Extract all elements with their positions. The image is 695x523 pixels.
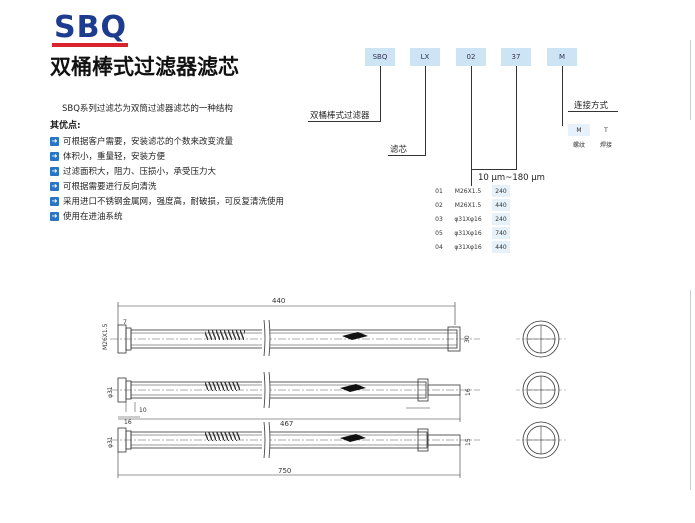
arrow-right-icon: ➜ [50, 151, 59, 161]
connection-name: 焊接 [599, 141, 612, 149]
size-code: 01 [435, 187, 443, 195]
dim-dia-3: φ31 [107, 436, 114, 448]
feature-item: ➜可根据客户需要，安装滤芯的个数来改变流量 [50, 136, 234, 147]
size-table: 01 M26X1.5 240 02 M26X1.5 440 03 φ31Xφ16… [432, 185, 512, 255]
code-box-series: SBQ [365, 48, 395, 66]
dim-right-3: 15 [465, 438, 472, 446]
dim-overall-1: 440 [272, 297, 285, 305]
size-thread: M26X1.5 [454, 187, 482, 195]
label-precision: 10 μm~180 μm [478, 173, 545, 183]
size-code: 05 [435, 229, 443, 237]
size-length: 240 [492, 185, 510, 197]
feature-item: ➜可根据需要进行反向清洗 [50, 181, 157, 192]
size-thread: M26X1.5 [454, 201, 482, 209]
size-code: 03 [435, 215, 443, 223]
size-thread: φ31Xφ16 [454, 243, 482, 251]
size-length: 440 [492, 199, 510, 211]
logo-underline [52, 43, 128, 47]
dim-a-2: 10 [139, 407, 147, 414]
dim-b-2: 16 [124, 419, 132, 426]
size-code: 02 [435, 201, 443, 209]
edge-line [690, 40, 691, 120]
advantages-heading: 其优点: [50, 121, 81, 131]
code-box-size: 02 [456, 48, 486, 66]
page-title: 双桶棒式过滤器滤芯 [50, 55, 239, 79]
leader-line [471, 169, 517, 170]
code-box-connection: M [547, 48, 577, 66]
label-connection: 连接方式 [574, 101, 609, 111]
leader-line [562, 66, 563, 126]
feature-item: ➜体积小，重量轻，安装方便 [50, 151, 166, 162]
size-length: 740 [492, 227, 510, 239]
leader-line [388, 155, 426, 156]
code-box-type: LX [410, 48, 440, 66]
dim-thread-1: M26X1.5 [102, 323, 109, 350]
size-length: 240 [492, 213, 510, 225]
feature-item: ➜采用进口不锈钢金属网，强度高，耐破损，可反复清洗使用 [50, 196, 285, 207]
size-thread: φ31Xφ16 [454, 229, 482, 237]
arrow-right-icon: ➜ [50, 136, 59, 146]
arrow-right-icon: ➜ [50, 196, 59, 206]
drawing-element-1: 440 M26X1.5 7 30 [102, 297, 566, 358]
technical-drawing: 440 M26X1.5 7 30 φ31 [102, 297, 566, 478]
arrow-right-icon: ➜ [50, 211, 59, 221]
arrow-right-icon: ➜ [50, 166, 59, 176]
connection-code: T [604, 126, 608, 134]
size-length: 440 [492, 241, 510, 253]
feature-item: ➜过滤面积大，阻力、压损小，承受压力大 [50, 166, 217, 177]
label-element: 滤芯 [390, 145, 408, 155]
dim-overall-2: 467 [280, 420, 293, 428]
connection-name: 螺纹 [572, 141, 585, 149]
code-box-precision: 37 [501, 48, 531, 66]
dim-dia-2: φ31 [107, 386, 114, 398]
leader-line [308, 121, 381, 122]
dim-head-1: 7 [123, 319, 127, 326]
leader-line [425, 66, 426, 156]
dim-right-2: 16 [465, 388, 472, 396]
label-filter: 双桶棒式过滤器 [310, 111, 370, 121]
drawing-element-2: φ31 10 16 467 16 [107, 371, 566, 428]
connection-code: M [568, 124, 590, 136]
intro-text: SBQ系列过滤芯为双筒过滤器滤芯的一种结构 [62, 104, 233, 114]
divider [568, 111, 618, 112]
size-code: 04 [435, 243, 443, 251]
dim-right-1: 30 [464, 335, 471, 343]
dim-overall-3: 750 [278, 467, 291, 475]
edge-line [690, 290, 691, 490]
drawing-element-3: φ31 750 15 [107, 421, 566, 478]
leader-line [380, 66, 381, 122]
leader-line [471, 66, 472, 186]
brand-logo: SBQ [54, 10, 127, 45]
feature-item: ➜使用在进油系统 [50, 211, 123, 222]
size-thread: φ31Xφ16 [454, 215, 482, 223]
leader-line [516, 66, 517, 170]
arrow-right-icon: ➜ [50, 181, 59, 191]
